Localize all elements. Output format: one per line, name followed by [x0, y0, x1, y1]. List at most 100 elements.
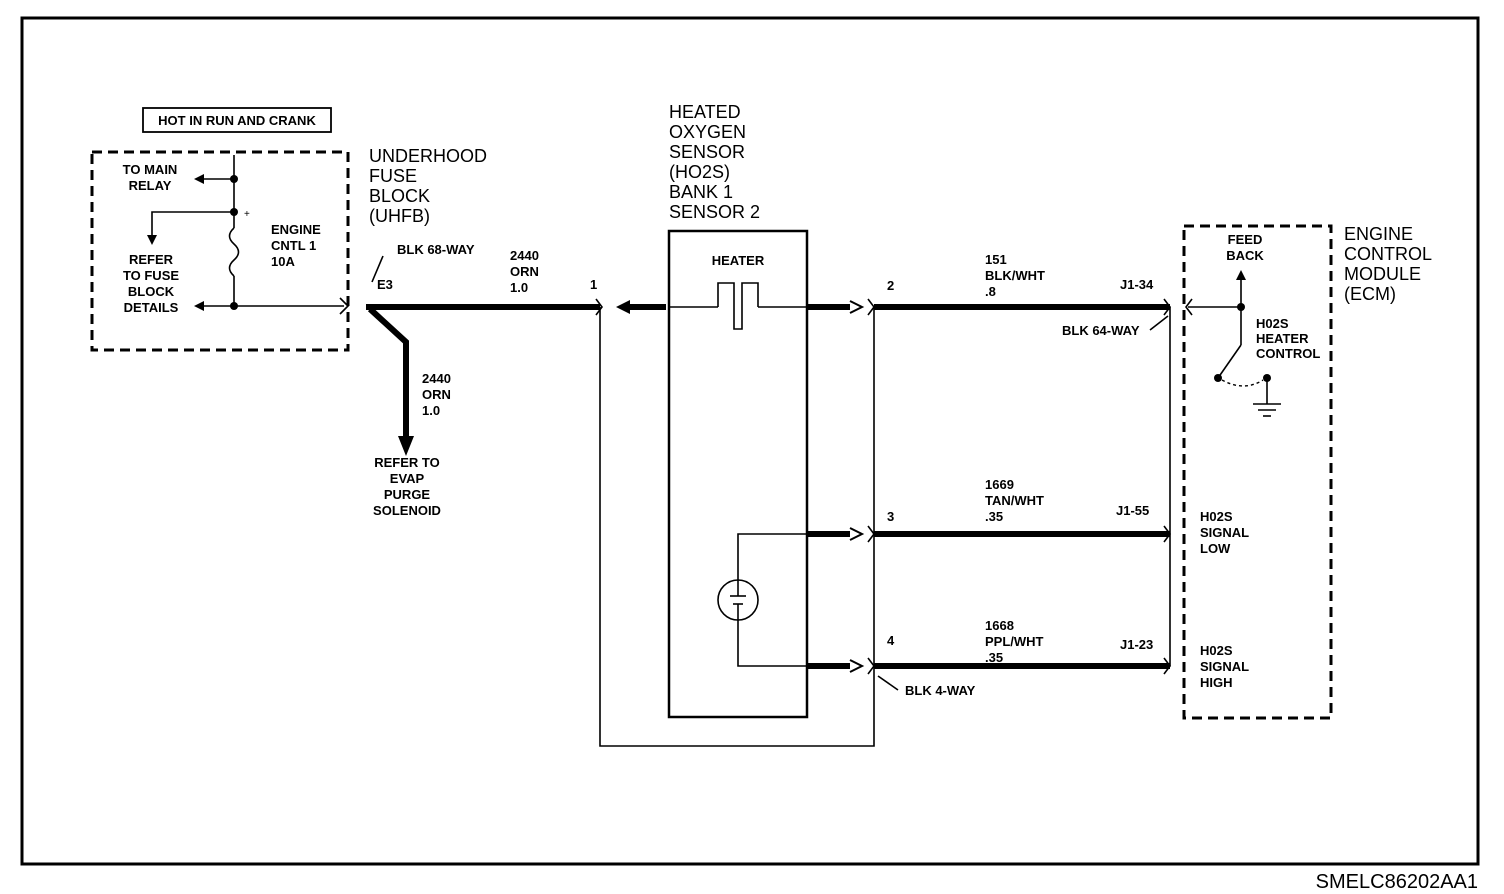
uhfb-title-line: (UHFB)	[369, 206, 430, 226]
feedback-label: FEED BACK	[1226, 232, 1264, 263]
to-main-relay-label: TO MAIN RELAY	[123, 162, 178, 193]
evap-arrow-icon	[398, 436, 414, 456]
heater-label: HEATER	[712, 253, 765, 268]
page-frame	[20, 16, 1480, 866]
label-line: BLK/WHT	[985, 268, 1045, 283]
sensor-output-stubs	[807, 300, 865, 673]
sensor-title-line: SENSOR 2	[669, 202, 760, 222]
wire-151-label: 151 BLK/WHT .8 J1-34	[985, 252, 1154, 299]
refer-fuse-block-label: REFER TO FUSE BLOCK DETAILS	[123, 252, 179, 315]
label-line: CONTROL	[1256, 346, 1320, 361]
label-line: 1.0	[422, 403, 440, 418]
label-line: PPL/WHT	[985, 634, 1044, 649]
label-line: ORN	[510, 264, 539, 279]
connector-4way-label: BLK 4-WAY	[905, 683, 976, 698]
label-line: SIGNAL	[1200, 525, 1249, 540]
connector-pin-symbol	[1163, 525, 1171, 543]
label-line: ENGINE	[271, 222, 321, 237]
uhfb-internal-wiring: +	[147, 155, 344, 311]
sensing-element-icon	[717, 533, 807, 667]
fuse-icon	[228, 227, 240, 277]
svg-text:+: +	[244, 209, 250, 220]
fuse-label: ENGINE CNTL 1 10A	[271, 222, 321, 269]
label-line: 1668	[985, 618, 1014, 633]
label-line: TO MAIN	[123, 162, 178, 177]
signal-low-label: H02S SIGNAL LOW	[1200, 509, 1249, 556]
label-line: ORN	[422, 387, 451, 402]
wire-2440-branch	[367, 306, 409, 440]
label-line: RELAY	[129, 178, 172, 193]
connector-68way-label: BLK 68-WAY	[397, 242, 475, 257]
pin-3-label: 3	[887, 509, 894, 524]
connector-pin-symbol	[867, 657, 875, 675]
label-line: REFER TO	[374, 455, 440, 470]
label-line: H02S	[1200, 643, 1233, 658]
signal-high-label: H02S SIGNAL HIGH	[1200, 643, 1249, 690]
terminal-e3-label: E3	[377, 277, 393, 292]
label-line: H02S	[1256, 316, 1289, 331]
connector-pin-symbol	[1163, 657, 1171, 675]
uhfb-box	[90, 150, 350, 352]
pin-4-label: 4	[887, 633, 895, 648]
label-line: DETAILS	[124, 300, 179, 315]
wire-1668-label: 1668 PPL/WHT .35 J1-23	[985, 618, 1153, 665]
connector-pin-symbol	[1163, 298, 1171, 316]
uhfb-title: UNDERHOOD FUSE BLOCK (UHFB)	[369, 146, 487, 226]
uhfb-title-line: BLOCK	[369, 186, 430, 206]
sensor-title-line: OXYGEN	[669, 122, 746, 142]
ecm-title-line: MODULE	[1344, 264, 1421, 284]
label-line: REFER	[129, 252, 174, 267]
label-line: SOLENOID	[373, 503, 441, 518]
refer-fuse-arrow	[147, 211, 234, 245]
ecm-title-line: (ECM)	[1344, 284, 1396, 304]
evap-label: REFER TO EVAP PURGE SOLENOID	[373, 455, 441, 518]
ecm-pin-label: J1-34	[1120, 277, 1154, 292]
label-line: TAN/WHT	[985, 493, 1044, 508]
wire-2440-main-label: 2440 ORN 1.0	[510, 248, 539, 295]
label-line: .35	[985, 509, 1003, 524]
pin-1-label: 1	[590, 277, 597, 292]
label-line: FEED	[1228, 232, 1263, 247]
uhfb-title-line: FUSE	[369, 166, 417, 186]
ecm-pin-label: J1-23	[1120, 637, 1153, 652]
hot-in-run-label-box: HOT IN RUN AND CRANK	[142, 107, 332, 133]
label-line: CNTL 1	[271, 238, 316, 253]
connector-4way-frame-left	[599, 307, 875, 747]
connector-pin-1-symbol	[595, 298, 603, 316]
pin-2-label: 2	[887, 278, 894, 293]
label-line: BACK	[1226, 248, 1264, 263]
label-line: PURGE	[384, 487, 431, 502]
arrow-left-icon	[616, 300, 630, 314]
label-line: 151	[985, 252, 1007, 267]
label-line: .35	[985, 650, 1003, 665]
ecm-pin-label: J1-55	[1116, 503, 1149, 518]
label-line: LOW	[1200, 541, 1231, 556]
label-line: HEATER	[1256, 331, 1309, 346]
ecm-title-line: CONTROL	[1344, 244, 1432, 264]
sensor-title-line: BANK 1	[669, 182, 733, 202]
sensor-box	[667, 229, 809, 719]
label-line: .8	[985, 284, 996, 299]
sensor-title-line: (HO2S)	[669, 162, 730, 182]
figure-id: SMELC86202AA1	[1316, 871, 1478, 893]
heater-control-label: H02S HEATER CONTROL	[1256, 316, 1320, 361]
connector-pin-symbol	[867, 525, 875, 543]
label-line: 2440	[422, 371, 451, 386]
connector-pin-symbol	[867, 298, 875, 316]
label-line: 2440	[510, 248, 539, 263]
ecm-box	[1182, 224, 1333, 720]
heater-element-icon	[669, 282, 807, 330]
connector-64way-label: BLK 64-WAY	[1062, 323, 1140, 338]
label-line: H02S	[1200, 509, 1233, 524]
label-line: 1.0	[510, 280, 528, 295]
label-line: SIGNAL	[1200, 659, 1249, 674]
label-line: BLOCK	[128, 284, 175, 299]
ecm-internal-wiring	[1185, 270, 1281, 417]
label-line: 1669	[985, 477, 1014, 492]
wire-1669-label: 1669 TAN/WHT .35 J1-55	[985, 477, 1149, 524]
connector-68way-symbol	[339, 297, 350, 315]
hot-in-run-label: HOT IN RUN AND CRANK	[158, 113, 316, 128]
sensor-title-line: SENSOR	[669, 142, 745, 162]
sensor-title-line: HEATED	[669, 102, 741, 122]
ecm-title-line: ENGINE	[1344, 224, 1413, 244]
